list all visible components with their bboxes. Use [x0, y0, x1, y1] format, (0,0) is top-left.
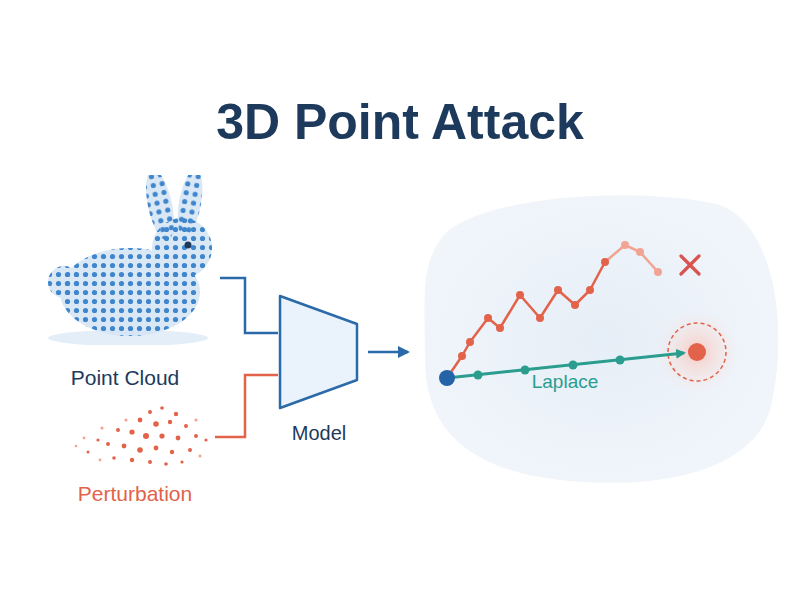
- diagram-title: 3D Point Attack: [0, 92, 800, 152]
- connector-arrow: [215, 375, 278, 437]
- node-label: Model: [268, 421, 370, 445]
- connector-arrow: [220, 278, 278, 333]
- attack-space-illustration: [418, 190, 778, 490]
- perturbation-dots: [55, 400, 215, 470]
- point-cloud-node: Point Cloud: [30, 175, 220, 390]
- connector-arrow: [368, 351, 408, 354]
- model-node: Model: [278, 290, 360, 445]
- node-label: Perturbation: [55, 481, 215, 506]
- perturbation-node: Perturbation: [55, 400, 215, 505]
- optimization-region: Laplace: [418, 190, 778, 490]
- model-trapezoid: [278, 290, 360, 415]
- node-label: Point Cloud: [30, 365, 220, 390]
- trajectory-label: Laplace: [515, 370, 615, 393]
- bunny-point-cloud: [30, 175, 220, 345]
